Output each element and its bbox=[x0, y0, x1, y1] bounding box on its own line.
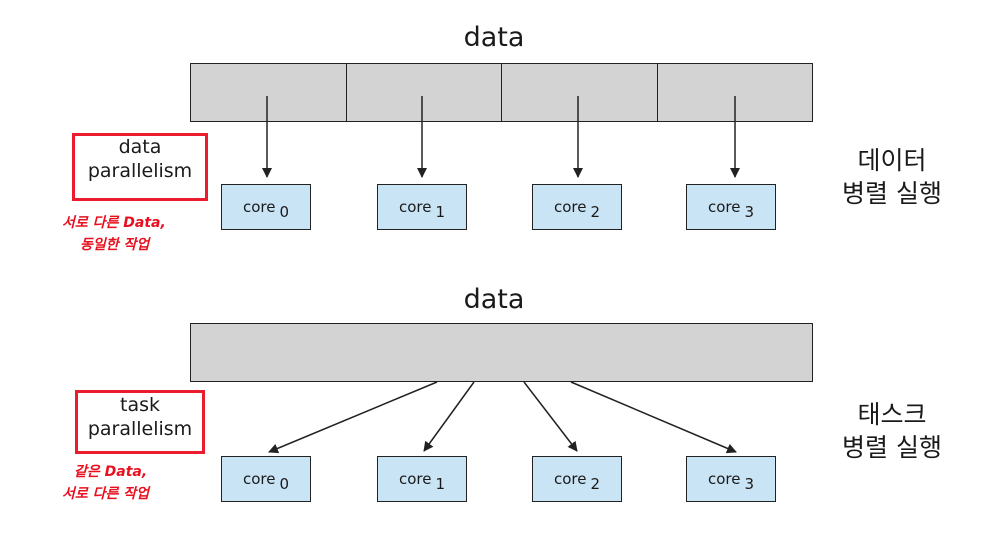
core-index: 1 bbox=[435, 203, 446, 221]
core-index: 0 bbox=[279, 475, 290, 493]
top-korean-line-2: 병렬 실행 bbox=[842, 179, 942, 208]
top-note-line-1: 서로 다른 Data, bbox=[62, 215, 166, 231]
arrow-bottom-1 bbox=[423, 381, 475, 452]
core-label: core bbox=[242, 470, 276, 488]
task-parallelism-label: task parallelism bbox=[87, 394, 193, 440]
task-parallelism-highlight bbox=[75, 390, 205, 454]
arrow-bottom-3 bbox=[570, 381, 737, 454]
core-label: core bbox=[242, 198, 276, 216]
core-label: core bbox=[398, 198, 432, 216]
core-index: 3 bbox=[744, 475, 755, 493]
bottom-note-line-1: 같은 Data, bbox=[74, 464, 148, 480]
bottom-handwritten-note: 같은 Data, 서로 다른 작업 bbox=[62, 461, 232, 505]
top-korean-line-1: 데이터 bbox=[857, 146, 927, 175]
data-chunk-0 bbox=[191, 64, 347, 121]
core-index: 2 bbox=[590, 475, 601, 493]
bottom-korean-label: 태스크 병렬 실행 bbox=[812, 398, 972, 464]
bottom-note-line-2: 서로 다른 작업 bbox=[62, 486, 150, 502]
top-data-title: data bbox=[463, 22, 525, 53]
data-chunk-2 bbox=[502, 64, 658, 121]
core-index: 3 bbox=[744, 203, 755, 221]
top-handwritten-note: 서로 다른 Data, 동일한 작업 bbox=[62, 212, 232, 256]
data-parallelism-label: data parallelism bbox=[87, 136, 193, 182]
bottom-korean-line-1: 태스크 bbox=[857, 400, 927, 429]
bottom-data-title: data bbox=[463, 284, 525, 315]
top-korean-label: 데이터 병렬 실행 bbox=[812, 144, 972, 210]
core-label: core bbox=[707, 470, 741, 488]
top-note-line-2: 동일한 작업 bbox=[80, 237, 150, 253]
arrow-bottom-2 bbox=[523, 381, 578, 452]
core-label: core bbox=[553, 470, 587, 488]
bottom-data-array bbox=[190, 323, 813, 382]
core-index: 1 bbox=[435, 475, 446, 493]
core-label: core bbox=[707, 198, 741, 216]
bottom-korean-line-2: 병렬 실행 bbox=[842, 433, 942, 462]
core-label: core bbox=[553, 198, 587, 216]
core-index: 2 bbox=[590, 203, 601, 221]
arrow-bottom-0 bbox=[268, 381, 438, 454]
core-index: 0 bbox=[279, 203, 290, 221]
core-label: core bbox=[398, 470, 432, 488]
data-parallelism-highlight bbox=[72, 133, 208, 201]
top-data-array bbox=[190, 63, 813, 122]
data-chunk-1 bbox=[347, 64, 502, 121]
